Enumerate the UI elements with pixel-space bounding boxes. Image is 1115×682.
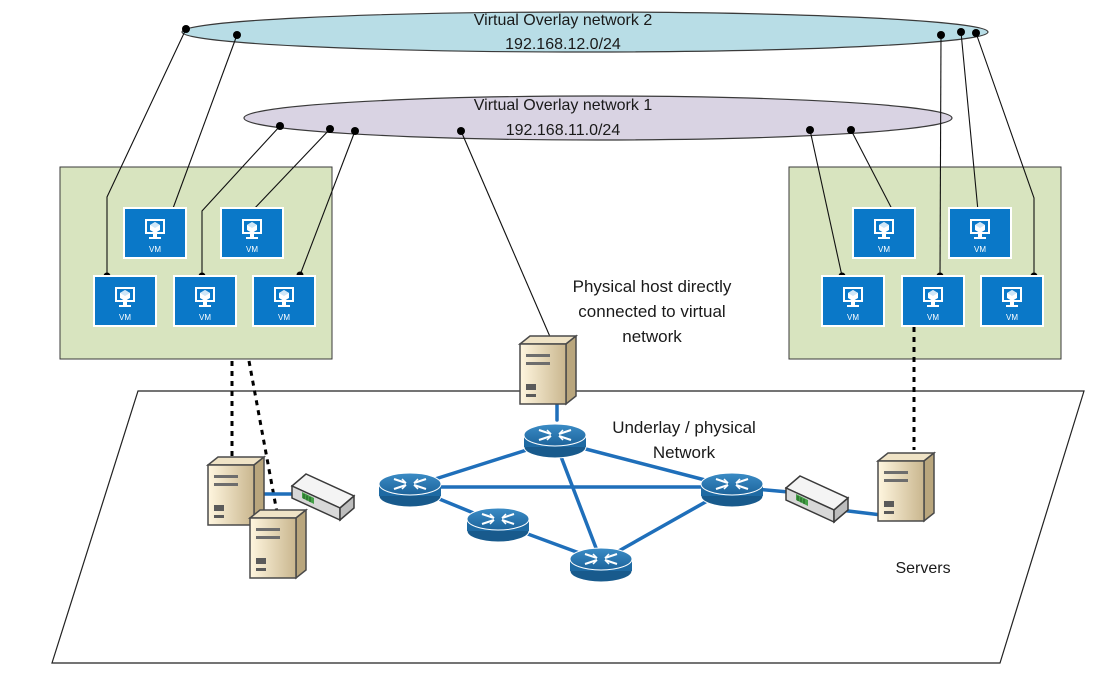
overlay-network-2: Virtual Overlay network 2 192.168.12.0/2… — [181, 11, 989, 53]
overlay-network-2-subnet: 192.168.12.0/24 — [505, 36, 621, 53]
vm-left-top-2[interactable]: VM — [220, 207, 284, 259]
vm-label: VM — [119, 313, 131, 322]
underlay-label-line-1: Underlay / physical — [612, 418, 756, 437]
router-middle[interactable] — [466, 507, 530, 543]
overlay-network-2-name: Virtual Overlay network 2 — [474, 12, 653, 29]
underlay-label: Underlay / physical Network — [612, 418, 756, 462]
vm-label: VM — [246, 245, 258, 254]
overlay-links — [106, 28, 1035, 340]
underlay-plane — [51, 390, 1085, 664]
physical-host-label-line-2: connected to virtual — [578, 302, 725, 321]
vm-label: VM — [149, 245, 161, 254]
physical-host-label: Physical host directly connected to virt… — [573, 277, 732, 346]
host-box-right — [788, 166, 1062, 360]
vm-right-top-2[interactable]: VM — [948, 207, 1012, 259]
underlay-label-line-2: Network — [653, 443, 716, 462]
vm-label: VM — [927, 313, 939, 322]
vm-left-bottom-3[interactable]: VM — [252, 275, 316, 327]
router-top[interactable] — [523, 423, 587, 459]
vm-right-bottom-1[interactable]: VM — [821, 275, 885, 327]
host-box-left — [59, 166, 333, 360]
vm-label: VM — [199, 313, 211, 322]
router-right[interactable] — [700, 472, 764, 508]
router-left[interactable] — [378, 472, 442, 508]
vm-label: VM — [1006, 313, 1018, 322]
vm-right-top-1[interactable]: VM — [852, 207, 916, 259]
server-right[interactable] — [877, 452, 935, 522]
server-left-2[interactable] — [249, 509, 307, 579]
servers-label: Servers — [895, 560, 950, 577]
vm-left-bottom-1[interactable]: VM — [93, 275, 157, 327]
vm-label: VM — [847, 313, 859, 322]
router-bottom[interactable] — [569, 547, 633, 583]
overlay-network-1-subnet: 192.168.11.0/24 — [506, 122, 621, 139]
vm-label: VM — [974, 245, 986, 254]
physical-host-label-line-3: network — [622, 327, 682, 346]
overlay-network-1: Virtual Overlay network 1 192.168.11.0/2… — [243, 95, 953, 141]
vm-left-top-1[interactable]: VM — [123, 207, 187, 259]
vm-right-bottom-3[interactable]: VM — [980, 275, 1044, 327]
vm-label: VM — [278, 313, 290, 322]
physical-host-label-line-1: Physical host directly — [573, 277, 732, 296]
vm-right-bottom-2[interactable]: VM — [901, 275, 965, 327]
vm-left-bottom-2[interactable]: VM — [173, 275, 237, 327]
overlay-network-1-name: Virtual Overlay network 1 — [474, 97, 653, 114]
physical-host-direct[interactable] — [519, 335, 577, 405]
host-to-server-mappings — [230, 327, 916, 519]
vm-label: VM — [878, 245, 890, 254]
